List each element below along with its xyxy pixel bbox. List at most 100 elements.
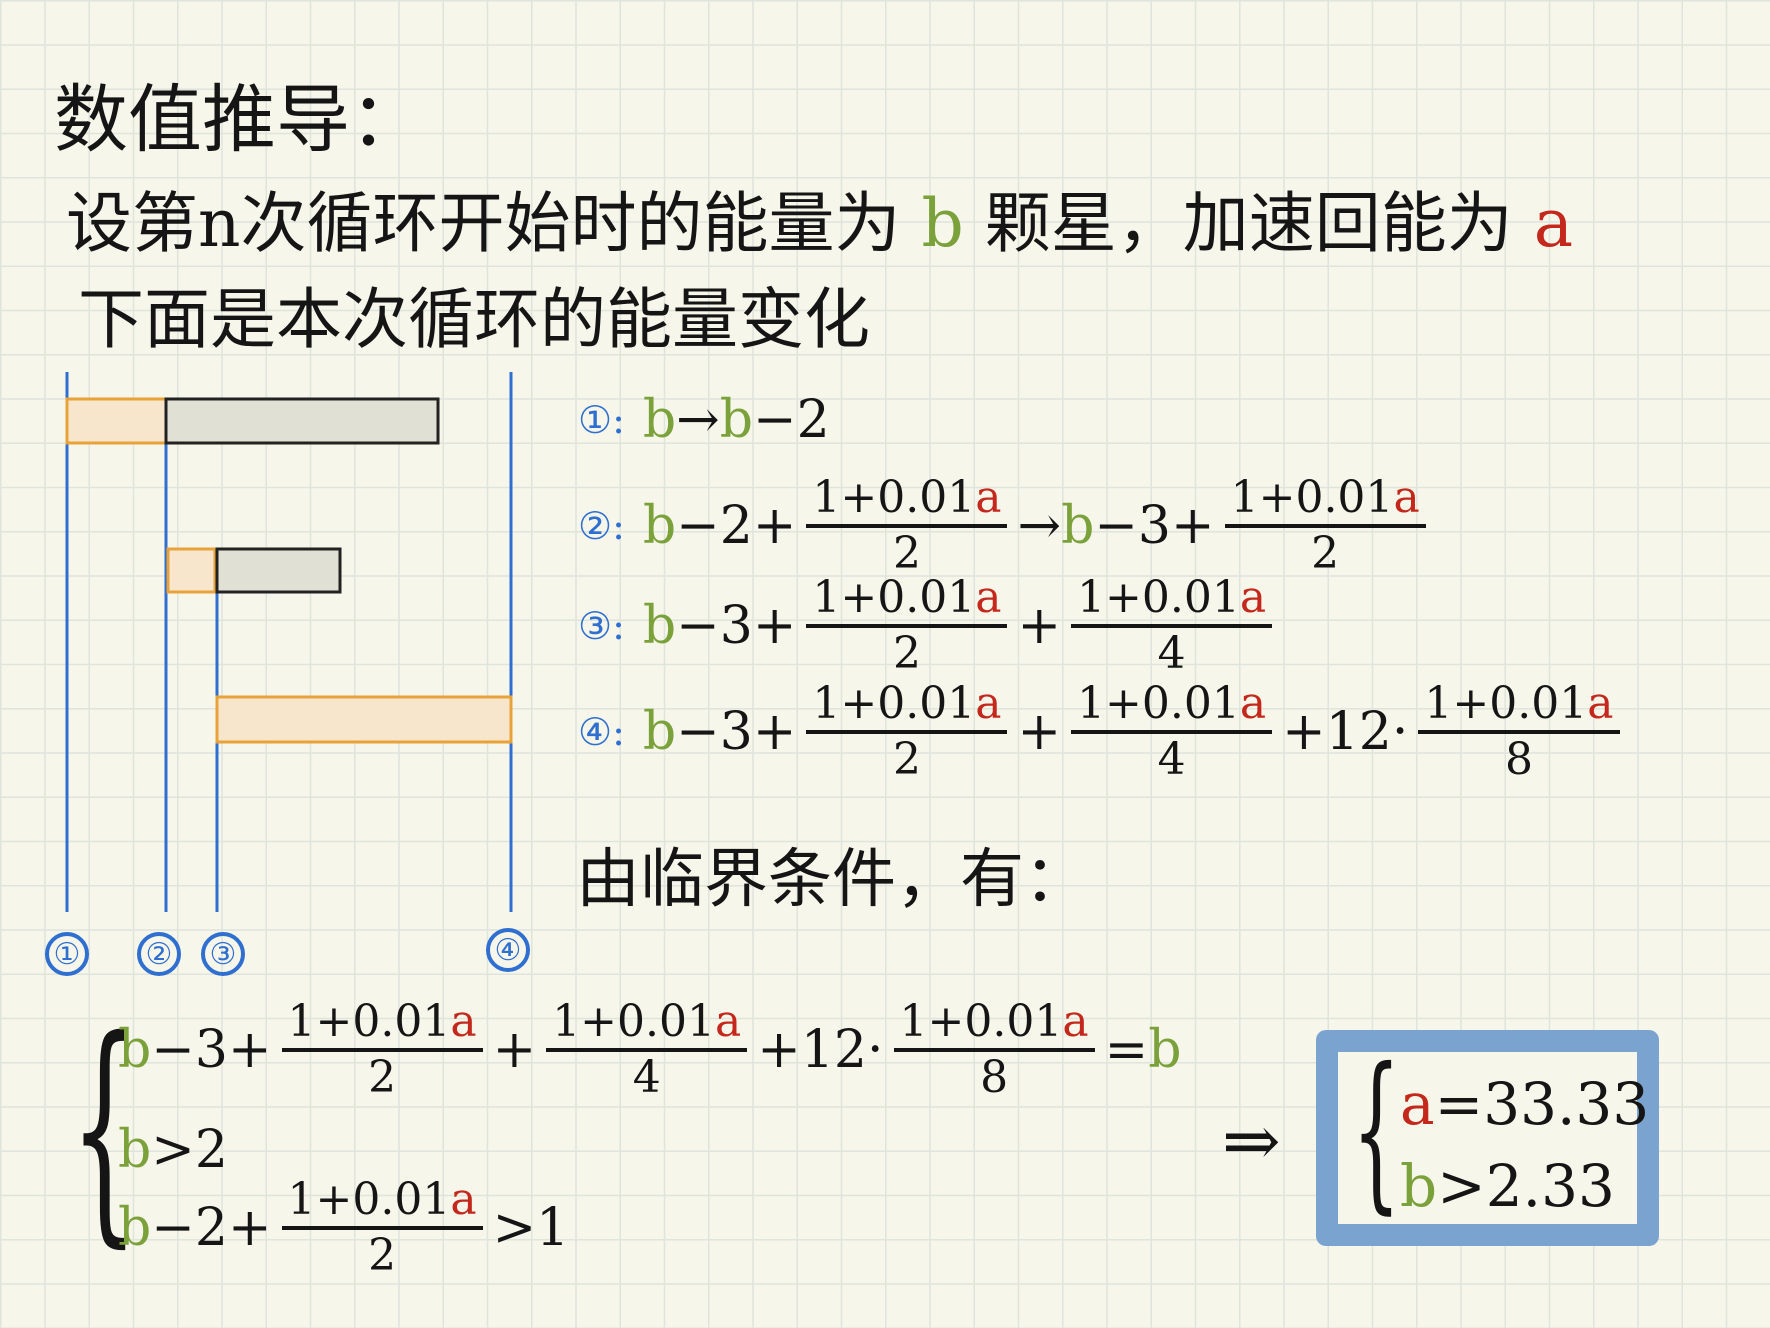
variable-b: b (642, 496, 677, 556)
answer-b-var: b (1400, 1152, 1438, 1220)
fraction-numerator: 1+0.01a (1224, 476, 1426, 528)
numerator-constant: 1+0.01 (812, 572, 976, 623)
intro-text-mid: 颗星，加速回能为 (984, 185, 1513, 262)
fraction-denominator: 8 (1504, 734, 1533, 785)
variable-b: b (1061, 496, 1095, 556)
math-text: >1 (492, 1198, 570, 1258)
numerator-constant: 1+0.01 (287, 996, 451, 1047)
math-text: −3+ (1094, 496, 1215, 556)
fraction-numerator: 1+0.01a (806, 682, 1008, 734)
numerator-variable-a: a (1239, 678, 1267, 729)
variable-b: b (642, 596, 677, 656)
math-text: +12· (1282, 702, 1409, 762)
orange-bar-1 (65, 397, 168, 445)
step-label: ①: (578, 398, 625, 442)
numerator-variable-a: a (975, 472, 1002, 523)
math-text: + (1017, 596, 1062, 656)
intro-text-prefix: 设第n次循环开始时的能量为 (66, 185, 901, 262)
fraction-denominator: 2 (892, 734, 921, 785)
numerator-variable-a: a (450, 996, 477, 1047)
math-text: = (1104, 1020, 1149, 1080)
intro-line-2: 下面是本次循环的能量变化 (78, 281, 870, 358)
fraction-numerator: 1+0.01a (806, 576, 1008, 628)
variable-b: b (118, 1020, 152, 1080)
fraction-denominator: 2 (368, 1052, 397, 1103)
energy-timeline-diagram (65, 372, 513, 912)
system-brace: { (70, 988, 139, 1268)
fraction-denominator: 4 (1157, 734, 1186, 785)
math-text: −3+ (676, 596, 797, 656)
conclusion-text: 由临界条件，有： (576, 843, 1088, 917)
numerator-constant: 1+0.01 (899, 996, 1063, 1047)
numerator-constant: 1+0.01 (1424, 678, 1588, 729)
numerator-constant: 1+0.01 (1077, 678, 1240, 729)
variable-a: a (1533, 185, 1574, 262)
numerator-variable-a: a (1239, 572, 1267, 623)
variable-b: b (1148, 1020, 1182, 1080)
page-title: 数值推导： (54, 77, 424, 163)
variable-b: b (642, 390, 677, 450)
step-1-expression: b→ b−2 (643, 390, 830, 450)
math-text: −3+ (151, 1020, 272, 1080)
fraction-numerator: 1+0.01a (1418, 682, 1620, 734)
numerator-variable-a: a (715, 996, 742, 1047)
fraction-numerator: 1+0.01a (1071, 682, 1273, 734)
math-text: + (492, 1020, 537, 1080)
variable-b: b (118, 1120, 152, 1180)
math-text: −2+ (151, 1198, 272, 1258)
answer-b: b>2.33 (1400, 1152, 1615, 1220)
numerator-variable-a: a (450, 1174, 477, 1225)
system-equation-2: b>2 (118, 1120, 228, 1180)
fraction-denominator: 4 (632, 1052, 661, 1103)
math-text: −2+ (676, 496, 797, 556)
step-1: ①: b→ b−2 (578, 390, 830, 450)
timeline-marker-2: ② (137, 932, 181, 976)
answer-brace: { (1352, 1032, 1401, 1230)
variable-b: b (118, 1198, 152, 1258)
fraction-numerator: 1+0.01a (546, 1000, 748, 1052)
fraction-numerator: 1+0.01a (281, 1000, 483, 1052)
answer-a: a=33.33 (1400, 1070, 1649, 1138)
intro-line-1: 设第n次循环开始时的能量为 b 颗星，加速回能为 a (66, 170, 1573, 266)
math-text: +12· (757, 1020, 884, 1080)
gray-bar-2 (215, 547, 342, 594)
math-text: + (1017, 702, 1062, 762)
system-2-expression: b>2 (118, 1120, 228, 1180)
timeline-marker-4: ④ (486, 928, 530, 972)
numerator-variable-a: a (975, 572, 1002, 623)
timeline-marker-1: ① (45, 932, 89, 976)
numerator-variable-a: a (1587, 678, 1614, 729)
numerator-constant: 1+0.01 (287, 1174, 451, 1225)
fraction-numerator: 1+0.01a (1071, 576, 1273, 628)
numerator-constant: 1+0.01 (1077, 572, 1240, 623)
fraction-denominator: 2 (892, 628, 921, 679)
fraction-denominator: 4 (1157, 628, 1186, 679)
math-text: → (676, 390, 720, 450)
variable-b: b (642, 702, 677, 762)
variable-b: b (719, 390, 754, 450)
math-text: → (1017, 496, 1062, 556)
numerator-variable-a: a (1062, 996, 1089, 1047)
numerator-variable-a: a (975, 678, 1002, 729)
step-label: ②: (578, 504, 625, 548)
answer-a-var: a (1400, 1070, 1435, 1138)
fraction-denominator: 2 (368, 1230, 397, 1281)
gray-bar-1 (164, 397, 440, 445)
math-text: −3+ (676, 702, 797, 762)
